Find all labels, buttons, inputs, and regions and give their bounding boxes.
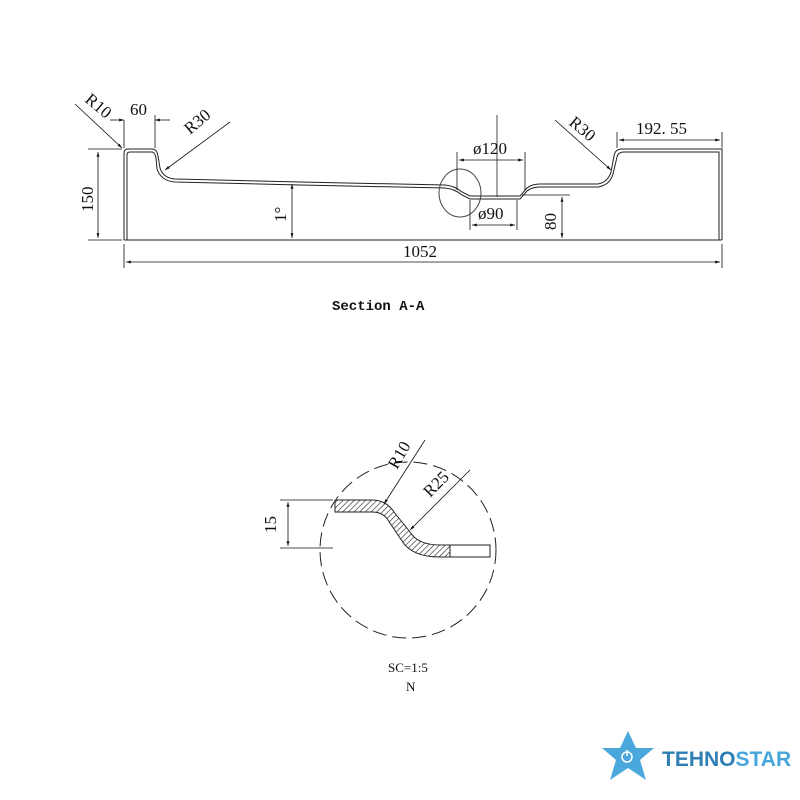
detail-view: R10 R25 15 SC=1:5 N	[261, 438, 497, 694]
detail-marker-circle	[438, 168, 482, 218]
dim-r10-top-left: R10	[81, 90, 115, 123]
logo-text-tehno: TEHNO	[662, 748, 736, 771]
tehnostar-logo: TEHNOSTAR	[602, 731, 791, 780]
section-profile	[123, 148, 723, 241]
detail-dim-15: 15	[261, 516, 280, 533]
detail-profile	[334, 499, 451, 558]
dim-80: 80	[541, 213, 560, 230]
svg-text:TEHNOSTAR: TEHNOSTAR	[662, 748, 791, 771]
dim-150: 150	[78, 187, 97, 213]
dim-dia-90: ø90	[478, 204, 504, 223]
dim-dia-120: ø120	[473, 139, 507, 158]
dim-60: 60	[130, 100, 147, 119]
dim-r30-left: R30	[180, 105, 214, 138]
detail-scale: SC=1:5	[388, 660, 428, 675]
dim-r30-right: R30	[565, 113, 599, 146]
detail-dim-r25: R25	[419, 467, 452, 500]
logo-text-star: STAR	[736, 748, 792, 771]
dimension-labels: R10 60 R30 150 1° ø120 ø90 80 R30 192. 5…	[78, 90, 687, 315]
dim-192-55: 192. 55	[636, 119, 687, 138]
detail-boundary-circle	[319, 461, 497, 639]
detail-dim-r10: R10	[384, 438, 415, 472]
detail-label: N	[406, 679, 416, 694]
dim-1052: 1052	[403, 242, 437, 261]
star-icon	[602, 731, 654, 780]
dim-slope: 1°	[271, 207, 290, 222]
dimension-lines	[74, 103, 723, 268]
section-title: Section A-A	[332, 299, 425, 315]
